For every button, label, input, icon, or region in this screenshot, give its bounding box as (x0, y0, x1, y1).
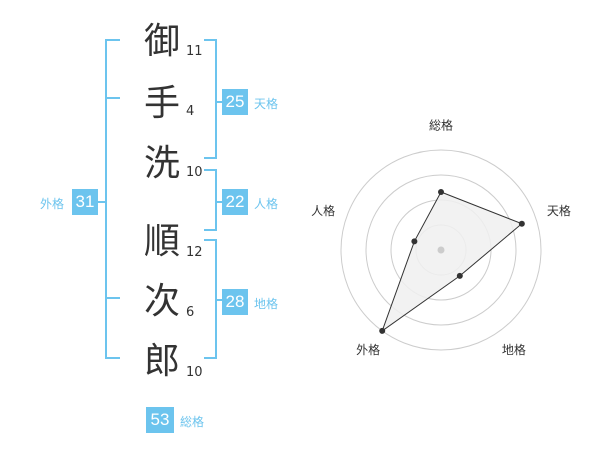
stroke-count-4: 12 (186, 245, 203, 260)
radar-axis-label-4: 人格 (311, 203, 335, 218)
name-char-5: 次 (143, 281, 180, 322)
radar-axis-label-2: 地格 (502, 342, 526, 357)
stroke-count-2: 4 (186, 104, 195, 119)
radar-point-4 (411, 238, 418, 245)
gai-badge: 31 (72, 189, 98, 215)
radar-axis-label-0: 総格 (429, 118, 453, 133)
radar-point-2 (456, 272, 463, 279)
gai-bracket (105, 39, 120, 359)
jin-badge: 22 (222, 189, 248, 215)
radar-point-0 (438, 189, 444, 195)
ten-bracket (204, 39, 217, 159)
radar-area (381, 191, 523, 333)
stroke-count-3: 10 (186, 165, 203, 180)
radar-center-dot (437, 246, 445, 254)
ten-badge: 25 (222, 89, 248, 115)
name-char-4: 順 (143, 221, 180, 262)
radar-point-1 (518, 220, 525, 227)
ten-label: 天格 (254, 97, 279, 111)
radar-axis-label-1: 天格 (547, 203, 571, 218)
radar-axis-label-3: 外格 (356, 342, 380, 357)
radar-point-3 (379, 327, 386, 334)
name-char-2: 手 (143, 83, 180, 124)
jin-label: 人格 (254, 197, 279, 211)
stroke-count-5: 6 (186, 305, 195, 320)
sou-badge: 53 (146, 407, 174, 433)
name-char-1: 御 (143, 21, 180, 62)
radar-ring-3 (365, 174, 517, 326)
chi-badge: 28 (222, 289, 248, 315)
gai-label: 外格 (40, 197, 65, 211)
radar-ring-4 (340, 149, 542, 351)
chi-label: 地格 (254, 297, 279, 311)
stroke-count-6: 10 (186, 365, 203, 380)
stroke-count-1: 11 (186, 44, 203, 59)
name-char-6: 郎 (143, 341, 180, 382)
sou-label: 総格 (180, 415, 205, 429)
name-char-3: 洗 (143, 143, 180, 184)
jin-bracket (204, 169, 217, 231)
radar-points (379, 189, 525, 334)
